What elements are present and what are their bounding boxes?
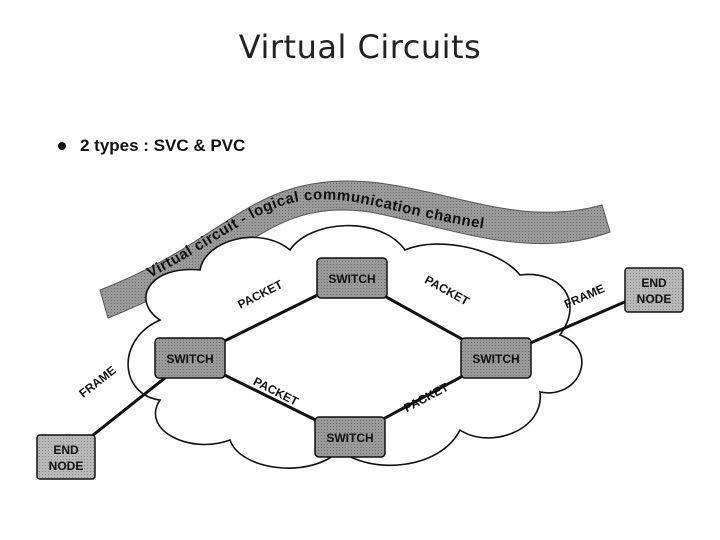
end-node-right-line2: NODE (637, 292, 672, 306)
switch-top-label: SWITCH (328, 272, 375, 286)
end-node-right-line1: END (641, 276, 667, 290)
virtual-circuit-banner (99, 180, 611, 319)
end-node-right: END NODE (624, 267, 684, 313)
end-node-left-line2: NODE (49, 459, 84, 473)
bullet-dot-icon (58, 142, 66, 150)
switch-bottom: SWITCH (314, 416, 386, 458)
switch-bottom-label: SWITCH (326, 431, 373, 445)
slide-title: Virtual Circuits (238, 28, 482, 66)
switch-left-label: SWITCH (166, 352, 213, 366)
end-node-left-line1: END (53, 443, 79, 457)
network-cloud (127, 224, 583, 469)
switch-right-label: SWITCH (472, 352, 519, 366)
bullet-item: 2 types : SVC & PVC (58, 136, 245, 156)
link-label-end-right: FRAME (562, 281, 607, 311)
link-label-end-left: FRAME (76, 363, 118, 400)
switch-right: SWITCH (460, 337, 532, 379)
end-node-left: END NODE (36, 434, 96, 480)
bullet-text: 2 types : SVC & PVC (80, 136, 246, 155)
switch-top: SWITCH (316, 257, 388, 299)
switch-left: SWITCH (154, 337, 226, 379)
